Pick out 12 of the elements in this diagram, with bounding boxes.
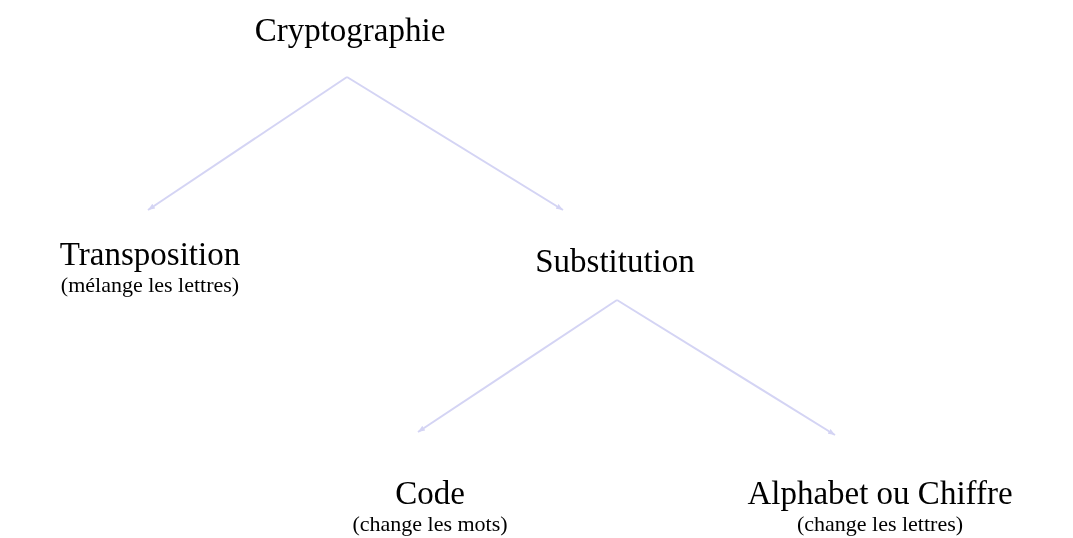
node-title: Transposition [59, 235, 241, 273]
arrow [147, 76, 348, 211]
node-title: Code [395, 474, 465, 512]
arrow [417, 299, 618, 433]
node-title: Alphabet ou Chiffre [747, 474, 1013, 512]
node-title: Cryptographie [254, 11, 446, 49]
node-title: Substitution [535, 242, 695, 280]
node-subtitle: (change les lettres) [796, 512, 964, 536]
arrow [346, 76, 564, 211]
arrow [616, 299, 836, 436]
node-subtitle: (change les mots) [352, 512, 508, 536]
node-subtitle: (mélange les lettres) [60, 273, 240, 297]
